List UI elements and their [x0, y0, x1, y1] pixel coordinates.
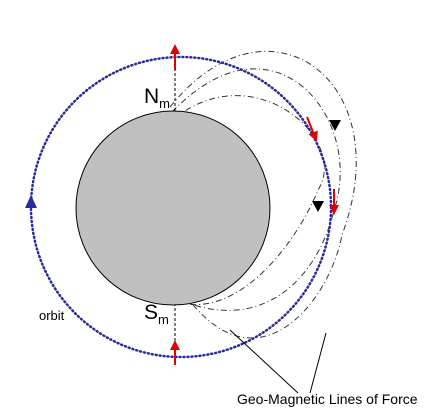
field-arrow-upper [329, 120, 341, 131]
south-magnetic-pole-label: Sm [144, 302, 169, 326]
moment-arrow-orbit-upper [306, 116, 318, 142]
field-lines-caption: Geo-Magnetic Lines of Force [237, 391, 418, 407]
magnetic-moment-arrows [170, 44, 339, 365]
north-pole-subscript: m [159, 96, 171, 111]
south-pole-subscript: m [158, 312, 169, 327]
south-pole-letter: S [144, 301, 159, 324]
leader-line-right [309, 332, 327, 394]
caption-leader-lines [229, 329, 327, 394]
north-magnetic-pole-label: Nm [144, 86, 170, 110]
field-line-middle [171, 68, 341, 311]
field-direction-arrows [312, 120, 341, 212]
field-arrow-lower [312, 201, 324, 212]
orbit-direction-arrow [25, 195, 37, 208]
field-line-outer [169, 50, 357, 339]
orbit-label: orbit [39, 308, 65, 323]
earth [75, 110, 271, 306]
leader-line-left [229, 329, 299, 394]
north-pole-letter: N [144, 85, 160, 108]
field-lines [169, 50, 357, 339]
